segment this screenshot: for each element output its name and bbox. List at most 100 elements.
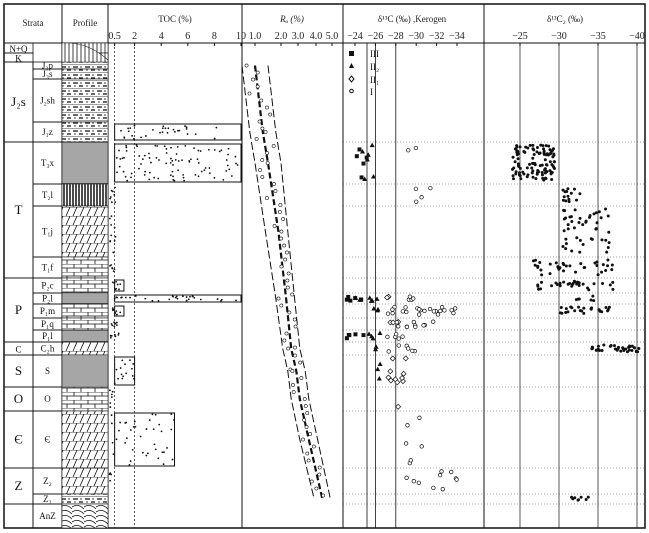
c2-point	[566, 194, 570, 198]
lithology-layer	[61, 503, 109, 529]
tick-label: 5.0	[326, 31, 339, 42]
type-i-point	[403, 441, 409, 446]
c2-point	[513, 147, 517, 151]
toc-point	[230, 175, 233, 177]
ro-trend-line	[253, 65, 324, 500]
c2-point	[548, 152, 552, 156]
tick-label: 2	[132, 31, 137, 42]
toc-point	[114, 201, 117, 204]
legend-label-ii2: II₂	[370, 62, 379, 72]
toc-point	[235, 299, 237, 302]
c2-point	[582, 311, 586, 315]
toc-point	[115, 280, 117, 283]
c2-point	[621, 346, 625, 350]
toc-point	[128, 464, 131, 466]
c2-point	[519, 177, 523, 181]
toc-point	[152, 428, 155, 430]
group-cell	[3, 503, 34, 529]
toc-point	[113, 193, 116, 196]
c2-point	[581, 223, 585, 227]
ro-point	[263, 130, 268, 134]
c2-point	[561, 245, 565, 249]
c2-point	[600, 270, 604, 274]
legend-label-iii: III	[370, 49, 379, 59]
toc-point	[148, 419, 151, 421]
c2-point	[544, 176, 548, 180]
c2-point	[538, 164, 542, 168]
c2-point	[540, 273, 544, 277]
toc-point	[115, 296, 118, 299]
stratum-label: T₁f	[42, 263, 54, 273]
toc-point	[111, 281, 114, 284]
type-i-point	[406, 148, 411, 153]
c2-point	[600, 238, 604, 242]
c2-point	[615, 348, 619, 352]
toc-point	[133, 420, 136, 423]
c2-point	[628, 345, 632, 349]
ro-point	[265, 196, 269, 200]
c2-point	[548, 160, 552, 164]
toc-point	[115, 368, 118, 371]
toc-point	[125, 144, 128, 147]
c2-point	[584, 220, 588, 224]
c2-point	[596, 347, 600, 351]
toc-point	[172, 164, 174, 166]
toc-point	[127, 127, 130, 130]
ro-point	[317, 465, 322, 470]
c2-point	[568, 282, 572, 286]
type-iii-point	[353, 332, 358, 337]
toc-point	[189, 295, 191, 298]
toc-point	[182, 176, 185, 179]
toc-point	[143, 173, 146, 176]
ro-point	[291, 390, 296, 394]
toc-point	[164, 127, 167, 130]
c2-point	[597, 210, 601, 214]
toc-point	[122, 170, 125, 173]
c2-point	[518, 145, 522, 149]
type-ii2-point	[373, 346, 379, 352]
c2-point	[558, 281, 562, 285]
toc-point	[118, 288, 120, 291]
c2-point	[577, 281, 581, 285]
lithology-layer	[61, 256, 109, 279]
toc-point	[142, 451, 144, 454]
toc-point	[176, 297, 179, 300]
toc-point	[208, 167, 211, 169]
ro-point	[293, 345, 297, 350]
toc-point	[185, 128, 188, 130]
c2-point	[562, 280, 566, 284]
toc-point	[145, 454, 148, 457]
group-label: Є	[14, 432, 23, 447]
toc-point	[154, 448, 157, 451]
ro-point	[303, 404, 308, 408]
type-i-point	[454, 477, 459, 482]
c2-point	[588, 214, 592, 218]
toc-point	[148, 178, 151, 181]
toc-point	[112, 453, 115, 456]
c2-point	[522, 172, 526, 176]
tick-label: 4.0	[310, 31, 323, 42]
toc-point	[203, 169, 206, 172]
type-ii2-point	[369, 142, 375, 148]
toc-point	[110, 422, 113, 425]
toc-point	[185, 126, 188, 129]
type-ii1-point	[400, 370, 407, 377]
type-i-point	[404, 309, 409, 315]
toc-point	[236, 164, 239, 166]
c2-point	[564, 237, 568, 241]
toc-point	[110, 223, 113, 226]
toc-point	[213, 149, 216, 151]
c2-point	[581, 243, 585, 247]
ro-point	[286, 346, 291, 351]
toc-point	[157, 177, 160, 180]
type-i-point	[411, 296, 416, 301]
toc-point	[119, 367, 122, 369]
type-i-point	[386, 349, 391, 354]
type-i-point	[416, 480, 422, 486]
ro-point	[244, 63, 249, 68]
toc-point	[113, 297, 116, 300]
lithology-layer	[61, 68, 109, 80]
type-i-point	[453, 306, 458, 311]
kerogen-legend: III II₂ II₁ I	[348, 49, 379, 97]
c2-point	[556, 266, 560, 270]
